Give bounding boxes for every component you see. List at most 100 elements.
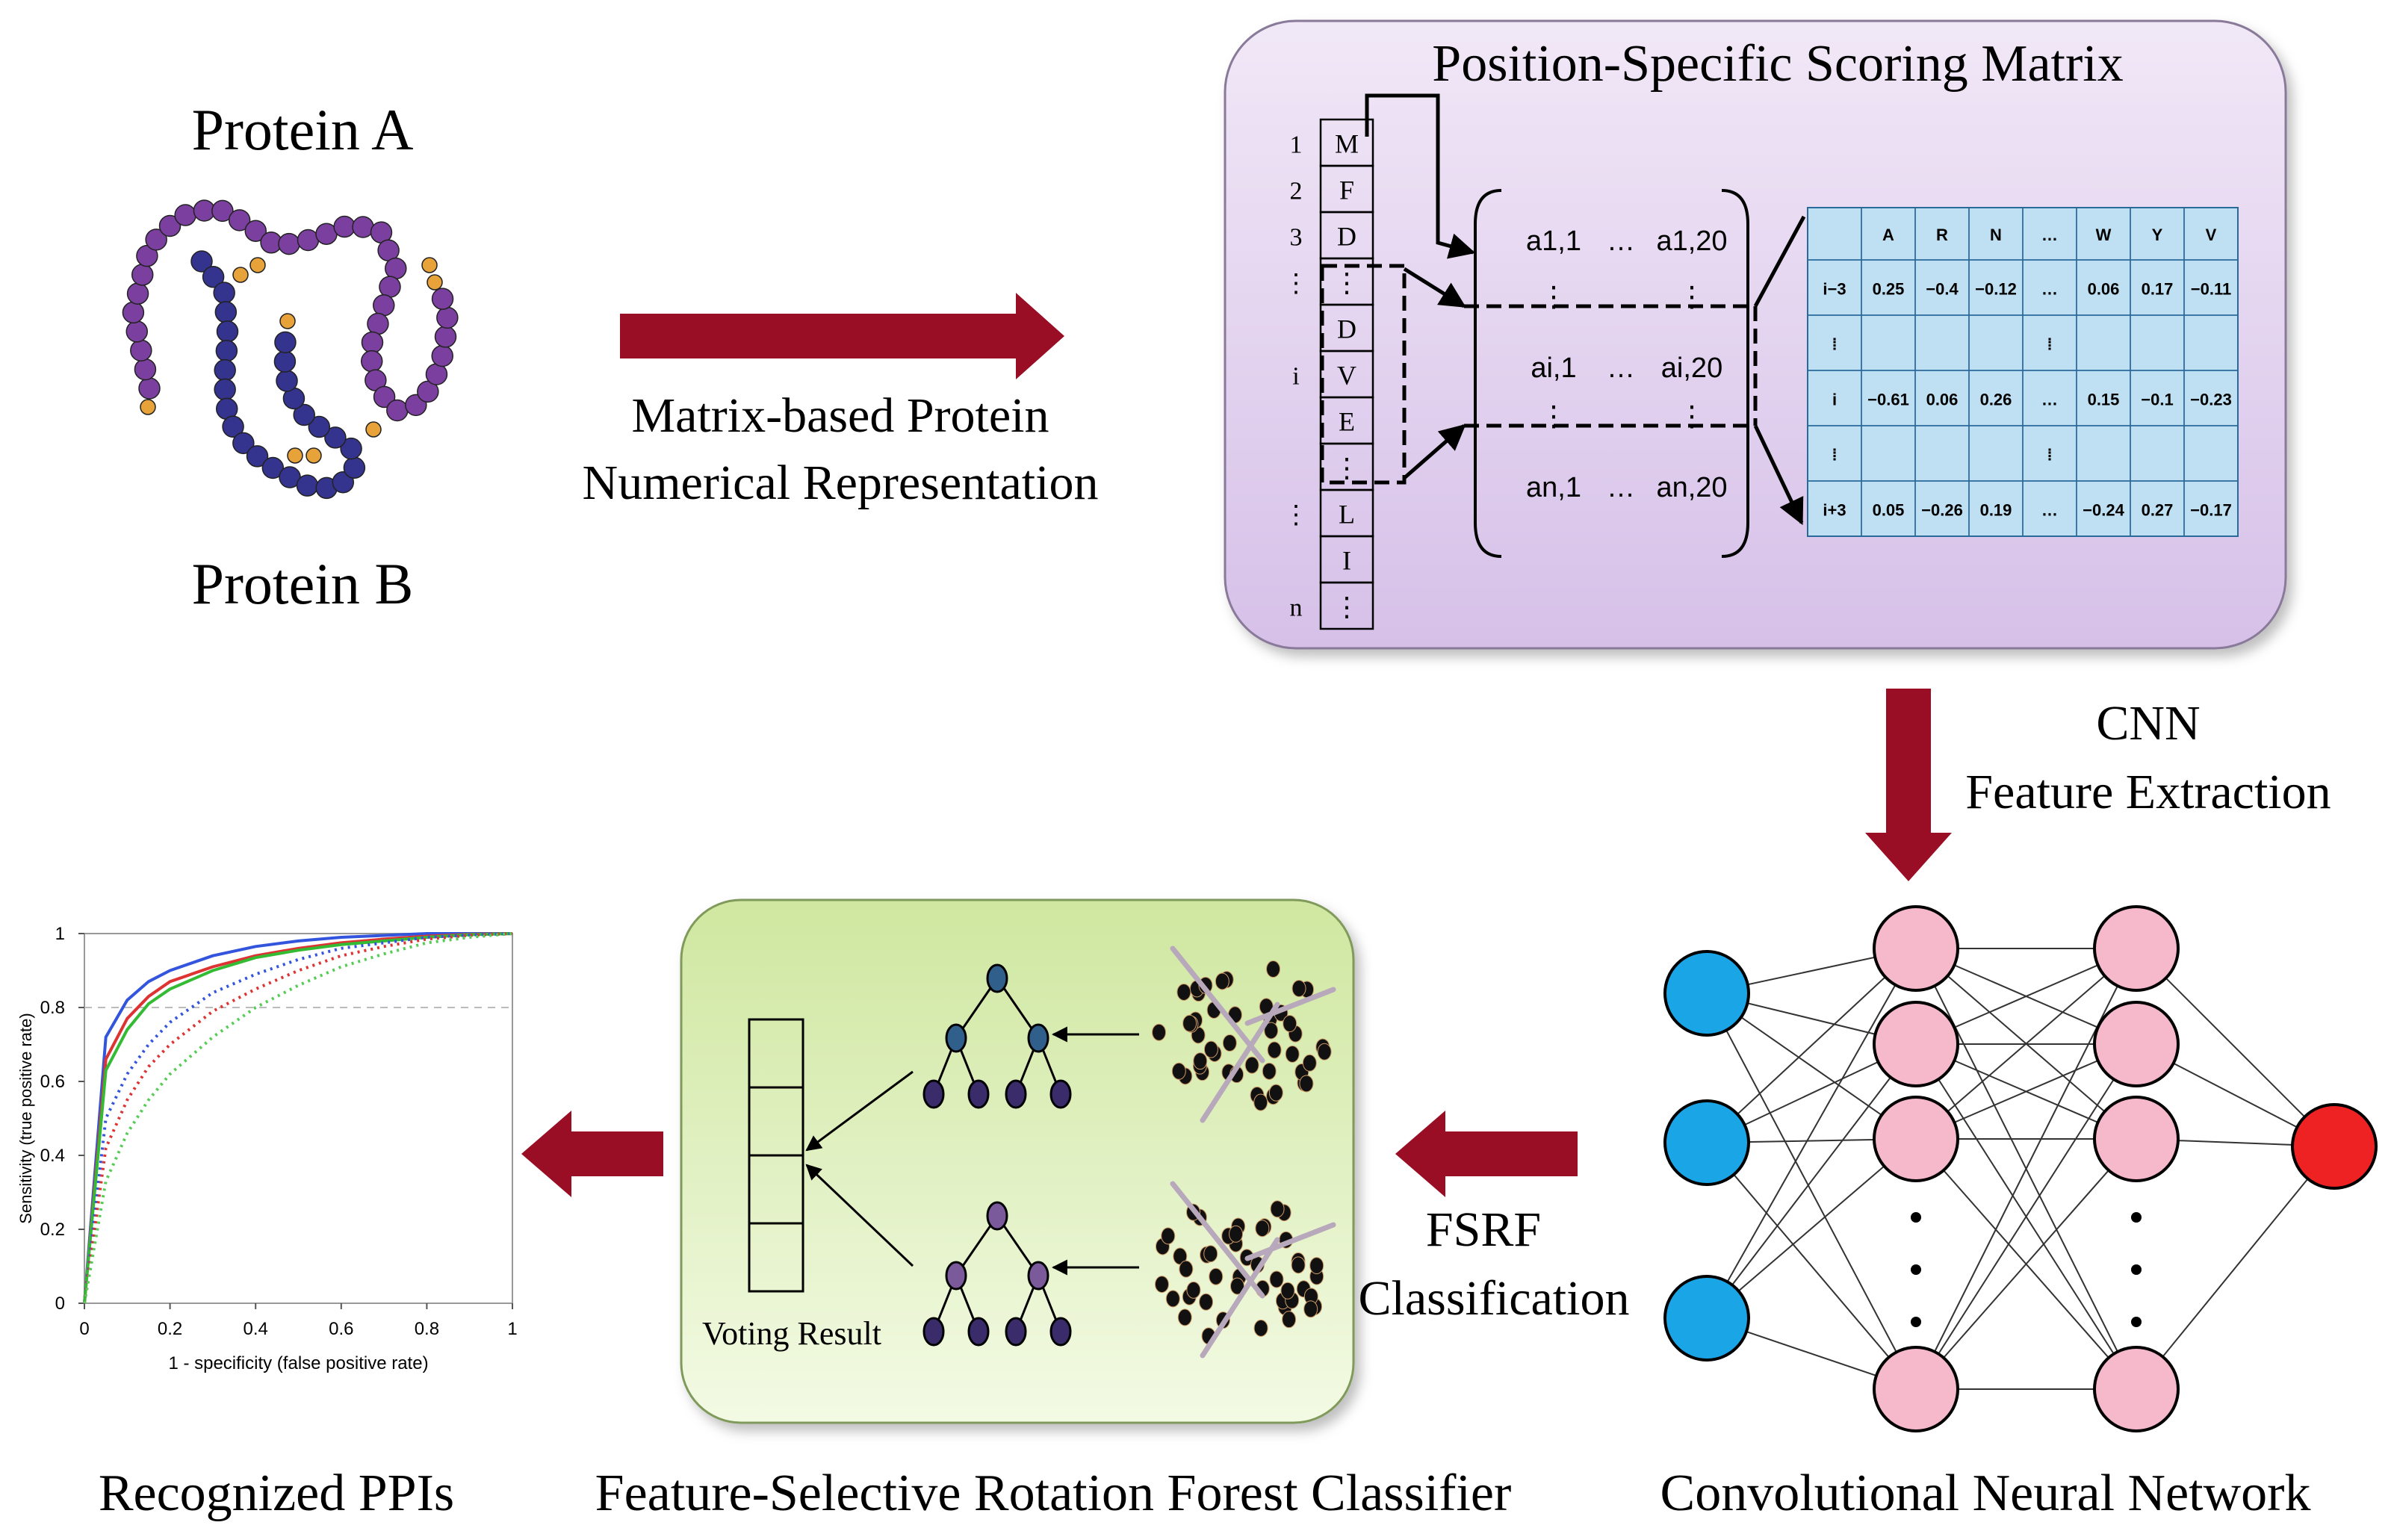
cnn-ellipsis-dot: [1911, 1212, 1921, 1223]
sequence-column: MFD⋮DVE⋮LI⋮: [1319, 118, 1374, 630]
matrix-entry: …: [1607, 226, 1635, 257]
cnn-neuron: [2291, 1103, 2378, 1190]
scatter-point: [1269, 1270, 1284, 1288]
protein-bead-blue: [215, 339, 238, 362]
sequence-residue: M: [1335, 129, 1359, 159]
voting-result-label: Voting Result: [702, 1315, 881, 1352]
sequence-residue: F: [1339, 176, 1354, 205]
cnn-ellipsis-dot: [1911, 1264, 1921, 1275]
tree-node: [945, 1023, 967, 1053]
sequence-position: 2: [1290, 178, 1303, 205]
tree-node: [967, 1079, 990, 1109]
tree-to-vote-arrow: [805, 1164, 914, 1267]
sequence-residue: D: [1337, 314, 1356, 344]
scatter-point: [1253, 1093, 1268, 1111]
cnn-ellipsis-dot: [1911, 1317, 1921, 1327]
rotation-split-line: [1200, 1237, 1280, 1359]
tree-node: [922, 1317, 945, 1347]
sequence-residue: E: [1339, 407, 1355, 437]
scatter-point: [1302, 1054, 1317, 1072]
protein-bead-orange: [365, 421, 382, 438]
sequence-residue: ⋮: [1333, 592, 1360, 622]
matrix-entry: ⋮: [1678, 401, 1706, 432]
table-header-cell: N: [1990, 226, 2002, 244]
protein-bead-blue: [214, 301, 238, 323]
x-tick-label: 1: [507, 1319, 517, 1339]
table-value: …: [2041, 280, 2058, 299]
seq-to-matrix-arrow-bottom: [1403, 423, 1466, 479]
protein-bead-purple: [360, 350, 383, 373]
protein-bead-blue: [276, 370, 298, 392]
cnn-edge: [1706, 1142, 1917, 1391]
scatter-point: [1229, 1225, 1244, 1243]
table-value: −0.61: [1867, 391, 1909, 409]
protein-bead-blue: [343, 456, 366, 479]
table-value: 0.17: [2142, 280, 2174, 299]
table-value: ⁞: [1832, 446, 1837, 465]
x-tick-label: 0.4: [244, 1319, 268, 1339]
matrix-entry: a1,1: [1526, 226, 1581, 257]
pssm-panel: Position-Specific Scoring Matrix 123⋮i⋮n…: [1224, 19, 2287, 650]
tree-node: [967, 1317, 990, 1347]
protein-bead-purple: [126, 282, 149, 305]
rotation-split-line: [1170, 1181, 1265, 1299]
protein-bead-blue: [296, 474, 319, 497]
protein-bead-blue: [190, 250, 213, 273]
step3-line2: Classification: [1359, 1271, 1630, 1326]
sequence-position: 1: [1290, 131, 1303, 159]
scatter-point: [1268, 1084, 1283, 1102]
scatter-point: [1152, 1023, 1167, 1041]
plot-frame: [84, 933, 513, 1304]
decision-trees: [922, 963, 1139, 1347]
cnn-edge: [1706, 993, 1917, 1391]
protein-bead-blue: [246, 445, 269, 468]
arrow-to-cnn: [1865, 689, 1952, 881]
scatter-point: [1309, 1257, 1324, 1275]
sliding-window-box: [1320, 264, 1407, 485]
scatter-point: [1255, 1220, 1270, 1238]
matrix-entry: …: [1607, 353, 1635, 384]
protein-b-label: Protein B: [192, 551, 414, 616]
tree-node: [1005, 1317, 1027, 1347]
tree-node: [922, 1079, 945, 1109]
cnn-neuron: [2093, 905, 2180, 992]
x-axis-label: 1 - specificity (false positive rate): [168, 1353, 428, 1373]
sequence-residue: I: [1342, 546, 1351, 576]
cnn-edge: [1706, 947, 1917, 1319]
cnn-neuron: [2093, 1096, 2180, 1182]
protein-bead-purple: [244, 220, 267, 242]
sequence-position-numbers: 123⋮i⋮n: [1283, 131, 1309, 622]
cnn-edge: [1706, 1137, 1917, 1319]
protein-illustration: [122, 199, 459, 500]
matrix-entry: ⋮: [1539, 401, 1568, 432]
table-cell: [2183, 480, 2239, 537]
protein-bead-purple: [228, 209, 251, 232]
scatter-point: [1299, 1075, 1314, 1093]
sequence-position: n: [1290, 594, 1303, 622]
protein-bead-blue: [202, 266, 225, 288]
protein-bead-orange: [427, 274, 443, 291]
matrix-entry: a1,20: [1656, 226, 1727, 257]
table-value: …: [2041, 501, 2058, 520]
protein-bead-orange: [287, 447, 303, 464]
scatter-point: [1203, 1245, 1218, 1263]
y-tick-label: 0.2: [40, 1220, 65, 1240]
step1-label: Matrix-based Protein Numerical Represent…: [583, 388, 1099, 510]
step3-line1: FSRF: [1426, 1202, 1541, 1257]
roc-caption: Recognized PPIs: [99, 1465, 454, 1522]
step2-label: CNN Feature Extraction: [1965, 696, 2331, 819]
scatter-point: [1203, 1040, 1218, 1058]
protein-bead-purple: [138, 377, 161, 400]
scatter-point: [1285, 1045, 1300, 1063]
seq-to-matrix-arrow-top: [1365, 93, 1476, 259]
x-tick-label: 0: [79, 1319, 89, 1339]
protein-bead-orange: [306, 447, 322, 464]
cnn-neurons: [1663, 905, 2378, 1432]
scatter-point: [1176, 983, 1191, 1001]
cnn-neuron: [1663, 1099, 1750, 1186]
scatter-point: [1270, 1200, 1285, 1218]
scatter-point: [1253, 1319, 1268, 1337]
